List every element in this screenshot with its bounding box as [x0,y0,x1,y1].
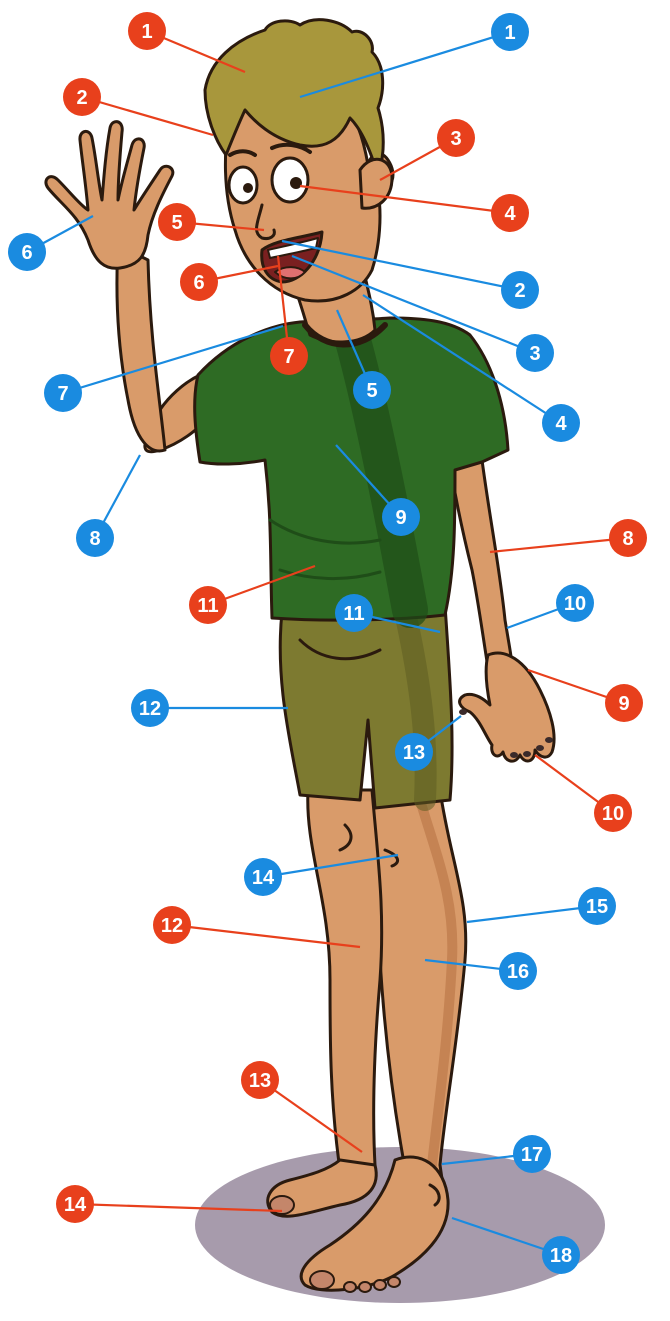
hanging-hand [460,653,555,761]
blue-marker-8: 8 [76,519,114,557]
blue-marker-label: 2 [514,280,525,302]
red-marker-label: 8 [622,528,633,550]
red-marker-label: 3 [450,128,461,150]
red-marker-14: 14 [56,1185,94,1223]
raised-hand [46,122,173,269]
red-marker-7: 7 [270,337,308,375]
left-eye [229,167,257,203]
blue-marker-label: 5 [366,380,377,402]
hanging-arm [450,460,512,668]
blue-marker-label: 7 [57,383,68,405]
blue-marker-9: 9 [382,498,420,536]
blue-marker-7: 7 [44,374,82,412]
blue-marker-label: 6 [21,242,32,264]
red-marker-2: 2 [63,78,101,116]
red-marker-label: 13 [249,1070,271,1092]
blue-marker-label: 16 [507,961,529,983]
blue-marker-6: 6 [8,233,46,271]
blue-marker-1: 1 [491,13,529,51]
red-marker-13: 13 [241,1061,279,1099]
blue-marker-label: 8 [89,528,100,550]
red-marker-label: 6 [193,272,204,294]
red-marker-1: 1 [128,12,166,50]
blue-marker-17: 17 [513,1135,551,1173]
red-marker-8: 8 [609,519,647,557]
blue-marker-label: 13 [403,742,425,764]
blue-marker-15: 15 [578,887,616,925]
blue-marker-label: 17 [521,1144,543,1166]
blue-marker-label: 12 [139,698,161,720]
blue-marker-label: 3 [529,343,540,365]
blue-marker-label: 1 [504,22,515,44]
red-marker-label: 9 [618,693,629,715]
blue-marker-label: 14 [252,867,275,889]
blue-marker-18: 18 [542,1236,580,1274]
blue-marker-14: 14 [244,858,282,896]
right-eye [272,158,308,202]
blue-marker-label: 4 [555,413,567,435]
blue-marker-label: 10 [564,593,586,615]
blue-marker-12: 12 [131,689,169,727]
blue-marker-5: 5 [353,371,391,409]
blue-marker-3: 3 [516,334,554,372]
red-marker-label: 2 [76,87,87,109]
red-marker-12: 12 [153,906,191,944]
red-marker-11: 11 [189,586,227,624]
blue-marker-13: 13 [395,733,433,771]
red-marker-label: 14 [64,1194,87,1216]
red-marker-label: 11 [197,595,218,617]
red-marker-3: 3 [437,119,475,157]
red-marker-4: 4 [491,194,529,232]
blue-marker-4: 4 [542,404,580,442]
ear [360,159,392,208]
red-marker-label: 1 [141,21,152,43]
red-marker-label: 10 [602,803,624,825]
blue-marker-10: 10 [556,584,594,622]
red-marker-10: 10 [594,794,632,832]
blue-marker-label: 11 [343,603,364,625]
boy-figure [46,20,554,1292]
red-marker-label: 12 [161,915,183,937]
red-marker-9: 9 [605,684,643,722]
red-marker-6: 6 [180,263,218,301]
blue-marker-16: 16 [499,952,537,990]
blue-marker-11: 11 [335,594,373,632]
blue-marker-label: 9 [395,507,406,529]
blue-marker-label: 18 [550,1245,572,1267]
red-marker-label: 4 [504,203,516,225]
blue-marker-2: 2 [501,271,539,309]
red-marker-label: 7 [283,346,294,368]
blue-marker-label: 15 [586,896,608,918]
red-marker-label: 5 [171,212,182,234]
red-marker-5: 5 [158,203,196,241]
